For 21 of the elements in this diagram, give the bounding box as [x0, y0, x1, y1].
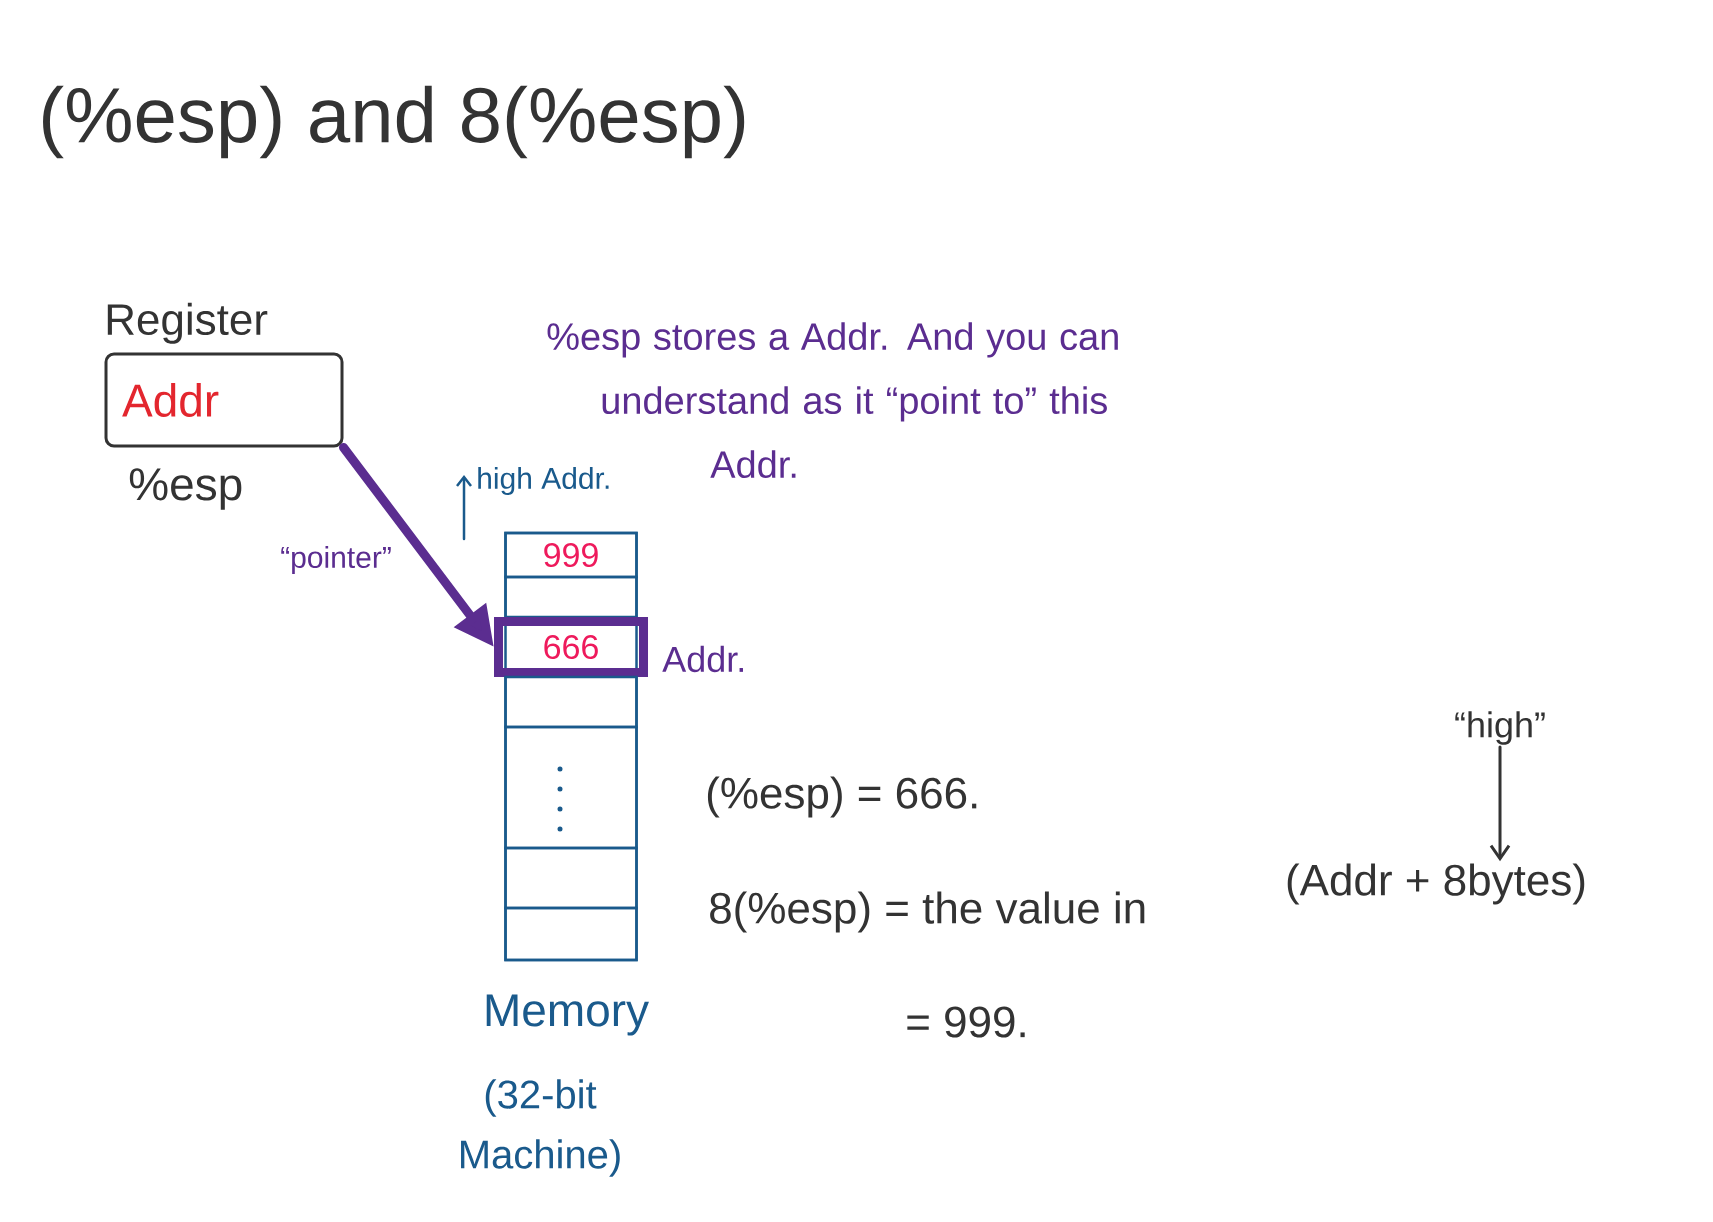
direction-label: high Addr.: [478, 467, 609, 495]
caption-text: Memory: [486, 994, 649, 1036]
annotation-text: “high”: [1455, 711, 1545, 745]
memory-cell: [504, 906, 638, 962]
equation-text: 8(%esp) = the value in: [710, 891, 1145, 933]
memory-cell: [504, 675, 638, 729]
memory-cell: 666: [494, 617, 648, 677]
heading: Register: [107, 302, 268, 344]
title: (%esp) and 8(%esp): [43, 85, 745, 159]
memory-cell: 999: [504, 531, 638, 579]
edge-label: “pointer”: [278, 544, 394, 576]
equation-text: = 999.: [907, 1006, 1025, 1038]
memory-cell: [504, 846, 638, 910]
equation-text: (Addr + 8bytes): [1287, 863, 1585, 905]
register-label: %esp: [129, 468, 242, 510]
equation-text: (%esp) = 666.: [707, 776, 977, 818]
register-box: Addr: [104, 352, 344, 448]
caption-text: (32-bit Machine): [461, 1079, 620, 1177]
side-label: Addr.: [662, 645, 743, 673]
memory-cell: [504, 575, 638, 619]
arrow: [1489, 745, 1511, 862]
